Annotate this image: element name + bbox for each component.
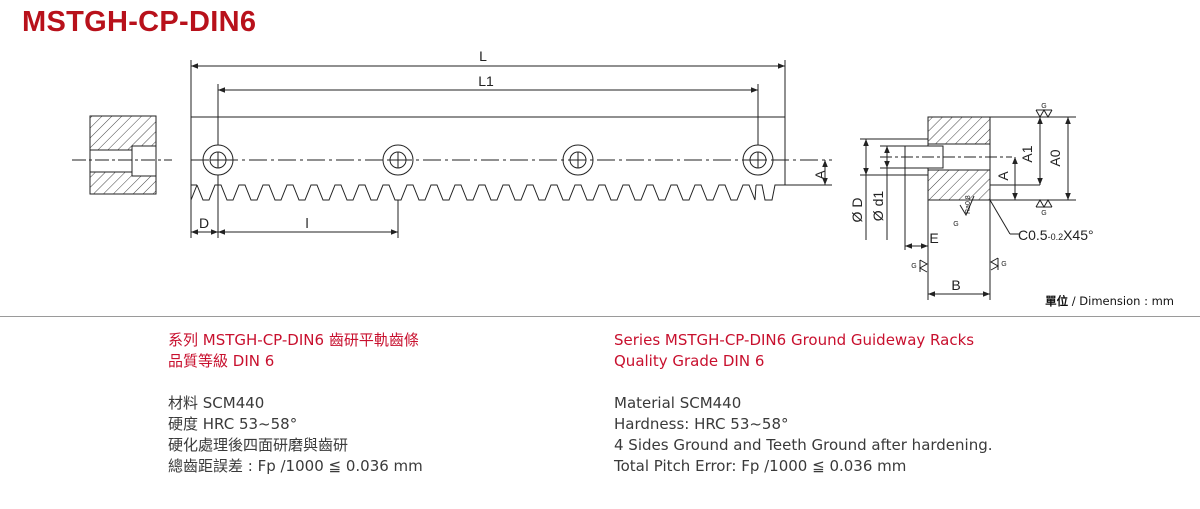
dim-l: l <box>305 215 308 231</box>
spec-zh-hardness: 硬度 HRC 53~58° <box>168 415 298 433</box>
technical-drawing: L L1 D l A <box>72 48 1094 300</box>
end-view-left <box>72 115 172 195</box>
grind-label-e: G <box>953 221 958 228</box>
page-title: MSTGH-CP-DIN6 <box>22 6 257 38</box>
dim-A1: A1 <box>1019 145 1035 162</box>
grind-label-right: G <box>1001 261 1006 268</box>
rack-dimension-labels: L L1 D l A <box>199 48 828 231</box>
cross-section-view <box>860 116 1076 300</box>
dim-phi-d1: Ø d1 <box>870 191 886 222</box>
dim-E: E <box>929 230 938 246</box>
unit-text: Dimension : mm <box>1079 294 1174 308</box>
spec-zh-quality: 品質等級 DIN 6 <box>168 352 275 370</box>
spec-en-quality: Quality Grade DIN 6 <box>614 352 765 370</box>
unit-separator: / <box>1068 294 1080 308</box>
dim-B: B <box>951 277 960 293</box>
dim-L1: L1 <box>478 73 494 89</box>
rack-front-view <box>190 60 832 238</box>
dim-A0: A0 <box>1047 149 1063 166</box>
grind-label-top: G <box>1041 103 1046 110</box>
chamfer-size: C0.5 <box>1018 227 1048 243</box>
dim-L: L <box>479 48 487 64</box>
spec-en-hardness: Hardness: HRC 53~58° <box>614 415 789 433</box>
roughness-label: Ra0.8 <box>965 195 972 214</box>
dim-A-side: A <box>995 171 1011 181</box>
dimension-note: 單位 / Dimension : mm <box>1045 293 1174 309</box>
spec-zh-pitch: 總齒距誤差 : Fp /1000 ≦ 0.036 mm <box>168 457 423 475</box>
spec-zh-process: 硬化處理後四面研磨與齒研 <box>168 436 349 454</box>
spec-en-material: Material SCM440 <box>614 394 742 412</box>
spec-en-series: Series MSTGH-CP-DIN6 Ground Guideway Rac… <box>614 331 975 349</box>
section-dimension-labels: Ø D Ø d1 E B A A1 A0 C0.5-0.2X45° Ra0.8 … <box>849 103 1094 293</box>
chamfer-angle: X45° <box>1063 227 1094 243</box>
dim-A: A <box>812 170 828 180</box>
specs-chinese: 系列 MSTGH-CP-DIN6 齒研平軌齒條 品質等級 DIN 6 材料 SC… <box>168 330 423 477</box>
spec-en-process: 4 Sides Ground and Teeth Ground after ha… <box>614 436 993 454</box>
dim-D: D <box>199 215 209 231</box>
grind-label-bottom: G <box>1041 210 1046 217</box>
dim-phi-D: Ø D <box>849 198 865 223</box>
unit-label: 單位 <box>1045 294 1069 308</box>
section-divider <box>0 316 1200 317</box>
grind-label-left: G <box>911 263 916 270</box>
spec-zh-material: 材料 SCM440 <box>168 394 265 412</box>
spec-zh-series: 系列 MSTGH-CP-DIN6 齒研平軌齒條 <box>168 331 419 349</box>
specs-english: Series MSTGH-CP-DIN6 Ground Guideway Rac… <box>614 330 993 477</box>
chamfer-tolerance: -0.2 <box>1048 232 1064 242</box>
grind-symbols <box>918 108 1053 273</box>
spec-en-pitch: Total Pitch Error: Fp /1000 ≦ 0.036 mm <box>614 457 907 475</box>
chamfer-label: C0.5-0.2X45° <box>1018 227 1094 243</box>
